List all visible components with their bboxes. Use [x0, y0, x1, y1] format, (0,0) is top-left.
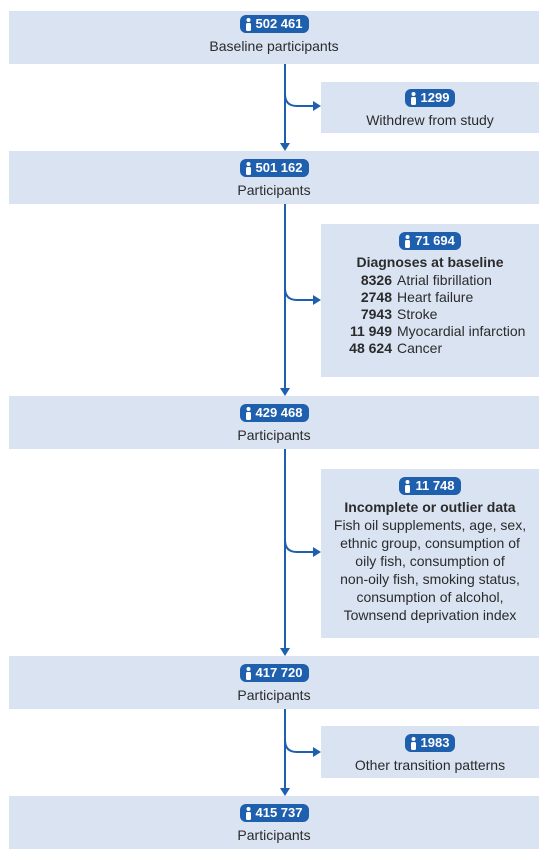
- person-icon: [245, 666, 251, 680]
- exclusion-detail-line: Fish oil supplements, age, sex,: [333, 516, 527, 533]
- count-badge: 415 737: [239, 804, 309, 822]
- step-label: Participants: [237, 826, 311, 843]
- arrow-head: [280, 648, 290, 656]
- diagnosis-count: 11 949: [349, 322, 392, 339]
- exclusion-box-withdrew: 1299 Withdrew from study: [321, 82, 539, 133]
- diagnosis-row: 48 624 Cancer: [321, 340, 539, 357]
- arrow-head: [313, 295, 321, 305]
- arrow-head: [280, 788, 290, 796]
- step-box-1: 502 461 Baseline participants: [9, 11, 539, 64]
- step-label: Baseline participants: [209, 37, 339, 54]
- exclusion-box-incomplete: 11 748 Incomplete or outlier data Fish o…: [321, 469, 539, 638]
- count-badge: 11 748: [399, 477, 461, 495]
- count-value: 1983: [420, 735, 450, 750]
- person-icon: [245, 406, 251, 420]
- exclusion-detail-line: ethnic group, consumption of: [340, 534, 520, 551]
- branch-line: [284, 93, 313, 107]
- count-value: 11 748: [415, 478, 455, 493]
- step-box-2: 501 162 Participants: [9, 151, 539, 204]
- exclusion-box-other: 1983 Other transition patterns: [321, 726, 539, 778]
- diagnosis-count: 2748: [360, 288, 392, 305]
- arrow-head: [313, 101, 321, 111]
- arrow-head: [313, 547, 321, 557]
- exclusion-box-diagnoses: 71 694 Diagnoses at baseline 8326 Atrial …: [321, 224, 539, 377]
- person-icon: [245, 806, 251, 820]
- diagnosis-label: Heart failure: [397, 288, 474, 305]
- person-icon: [405, 479, 411, 493]
- diagnosis-count: 8326: [360, 271, 392, 288]
- person-icon: [245, 17, 251, 31]
- exclusion-detail-line: consumption of alcohol,: [356, 588, 504, 605]
- diagnosis-row: 11 949 Myocardial infarction: [321, 323, 539, 340]
- branch-line: [284, 287, 313, 301]
- count-value: 429 468: [255, 405, 303, 420]
- diagnosis-label: Stroke: [397, 305, 438, 322]
- count-value: 502 461: [255, 16, 303, 31]
- branch-line: [284, 539, 313, 553]
- exclusion-detail-line: non-oily fish, smoking status,: [340, 570, 520, 587]
- exclusion-label: Other transition patterns: [354, 756, 506, 773]
- diagnosis-row: 8326 Atrial fibrillation: [321, 272, 539, 289]
- count-badge: 1299: [404, 89, 456, 107]
- diagnosis-label: Myocardial infarction: [397, 322, 526, 339]
- step-box-4: 417 720 Participants: [9, 656, 539, 709]
- count-value: 417 720: [255, 665, 303, 680]
- exclusion-title: Diagnoses at baseline: [356, 253, 504, 270]
- person-icon: [405, 234, 411, 248]
- count-value: 1299: [420, 90, 450, 105]
- arrow-head: [280, 143, 290, 151]
- count-badge: 1983: [404, 734, 456, 752]
- count-value: 71 694: [415, 233, 455, 248]
- diagnosis-row: 2748 Heart failure: [321, 289, 539, 306]
- step-box-5: 415 737 Participants: [9, 796, 539, 849]
- diagnosis-label: Cancer: [397, 339, 443, 356]
- step-label: Participants: [237, 181, 311, 198]
- exclusion-detail-line: Townsend deprivation index: [343, 606, 517, 623]
- arrow-head: [280, 388, 290, 396]
- count-value: 415 737: [255, 805, 303, 820]
- person-icon: [410, 91, 416, 105]
- diagnosis-list: 8326 Atrial fibrillation 2748 Heart failur…: [321, 272, 539, 357]
- branch-line: [284, 739, 313, 753]
- exclusion-title: Incomplete or outlier data: [344, 498, 516, 515]
- step-box-3: 429 468 Participants: [9, 396, 539, 449]
- step-label: Participants: [237, 686, 311, 703]
- count-value: 501 162: [255, 160, 303, 175]
- arrow-head: [313, 747, 321, 757]
- diagnosis-row: 7943 Stroke: [321, 306, 539, 323]
- diagnosis-count: 48 624: [349, 339, 392, 356]
- person-icon: [245, 161, 251, 175]
- count-badge: 501 162: [239, 159, 309, 177]
- count-badge: 71 694: [399, 232, 461, 250]
- count-badge: 417 720: [239, 664, 309, 682]
- person-icon: [410, 736, 416, 750]
- step-label: Participants: [237, 426, 311, 443]
- diagnosis-count: 7943: [360, 305, 392, 322]
- count-badge: 429 468: [239, 404, 309, 422]
- diagnosis-label: Atrial fibrillation: [397, 271, 492, 288]
- count-badge: 502 461: [239, 15, 309, 33]
- exclusion-detail-line: oily fish, consumption of: [355, 552, 505, 569]
- exclusion-label: Withdrew from study: [366, 111, 494, 128]
